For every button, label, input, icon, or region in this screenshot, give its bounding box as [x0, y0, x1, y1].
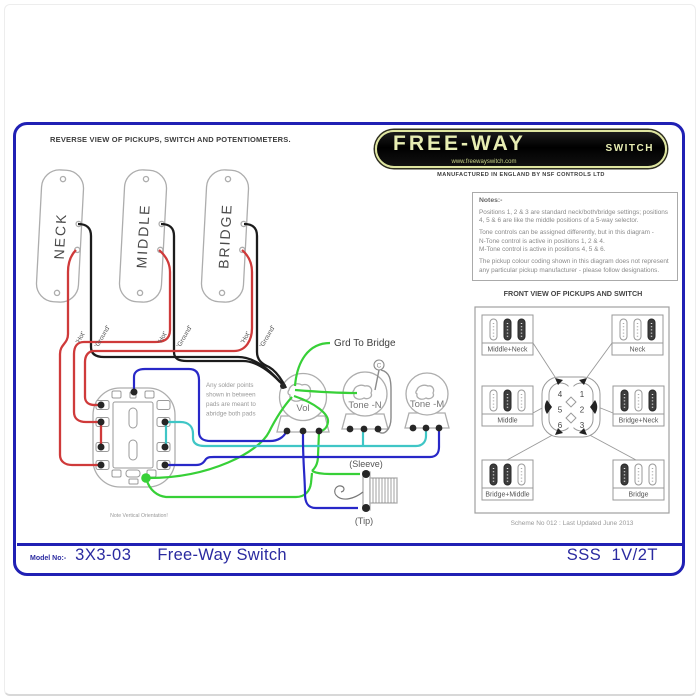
solder-note: Any solder points shown in between pads … [206, 382, 256, 418]
cyan-tone-wires [164, 420, 428, 448]
notes-box: Notes:- Positions 1, 2 & 3 are standard … [472, 192, 678, 282]
notes-para: Tone controls can be assigned differentl… [479, 229, 654, 237]
tone-n-pot: C Tone -N [341, 359, 389, 430]
arrowhead [579, 378, 587, 385]
position-label: Middle [497, 418, 517, 425]
neck-pickup: NECK [35, 169, 85, 303]
tone-m-label: Tone -M [410, 399, 444, 410]
green-ground-wires [145, 341, 360, 499]
switch-position-number: 6 [558, 421, 563, 430]
manufactured-line: MANUFACTURED IN ENGLAND BY NSF CONTROLS … [437, 172, 605, 178]
switch-position-number: 5 [558, 406, 563, 415]
notes-para: The pickup colour coding shown in this d… [479, 258, 669, 274]
svg-text:'Ground': 'Ground' [176, 325, 194, 349]
arrowhead [555, 428, 563, 435]
diamond-marker [565, 412, 577, 424]
logo-switch-text: SWITCH [605, 143, 654, 154]
reverse-view-title: REVERSE VIEW OF PICKUPS, SWITCH AND POTE… [50, 135, 291, 144]
position-label: Middle+Neck [487, 347, 528, 354]
hot-wires [58, 249, 254, 467]
tone-m-pot: Tone -M [404, 372, 450, 429]
svg-text:shown in between: shown in between [206, 392, 256, 399]
volume-label: Vol [296, 403, 309, 414]
position-label: Bridge+Neck [619, 418, 659, 425]
front-view-title: FRONT VIEW OF PICKUPS AND SWITCH [503, 289, 643, 298]
diamond-marker [565, 396, 577, 408]
pickup-name: NECK [51, 212, 69, 260]
ground-wires [77, 222, 288, 389]
blue-signal-wires [132, 367, 441, 510]
arrowhead [555, 378, 563, 385]
front-view-panel: 4 1 5 2 6 3 Middle+Neck Neck [474, 306, 670, 527]
svg-text:pads are meant to: pads are meant to [206, 401, 256, 408]
tone-n-label: Tone -N [348, 400, 381, 411]
right-arrow-wedge [590, 400, 598, 414]
pickup-name: BRIDGE [215, 203, 234, 269]
notes-para: M-Tone control is active in positions 4,… [479, 246, 606, 254]
position-label: Neck [630, 347, 646, 354]
orientation-note: Note Vertical Orientation! [110, 513, 168, 519]
notes-para: Positions 1, 2 & 3 are standard neck/bot… [479, 208, 668, 225]
grd-to-bridge-label: Grd To Bridge [334, 338, 396, 349]
notes-title: Notes:- [479, 197, 503, 204]
switch-position-number: 2 [580, 406, 585, 415]
switch-position-number: 4 [558, 390, 563, 399]
logo-brand-text: FREE-WAY [393, 132, 526, 155]
position-box-bridge: Bridge [612, 459, 665, 501]
solder-dots [97, 383, 443, 512]
tip-label: (Tip) [355, 516, 373, 526]
position-label: Bridge [629, 492, 649, 499]
position-box-middle-neck: Middle+Neck [481, 314, 534, 356]
jack-tip-prong [334, 485, 364, 500]
capacitor-label: C [377, 363, 382, 370]
configuration-code: SSS 1V/2T [566, 546, 658, 564]
footer-model-group: Model No:- 3X3-03 Free-Way Switch [30, 546, 287, 565]
svg-text:'Ground': 'Ground' [94, 325, 112, 349]
footer-separator [17, 543, 683, 546]
sleeve-label: (Sleeve) [349, 459, 383, 469]
volume-pot: Vol [276, 372, 330, 433]
position-box-bridge-neck: Bridge+Neck [612, 385, 665, 427]
capacitor-wire [374, 369, 392, 434]
green-solder-pad [141, 473, 151, 483]
svg-text:abridge both pads: abridge both pads [206, 411, 256, 418]
position-label: Bridge+Middle [485, 492, 529, 499]
svg-text:Any solder points: Any solder points [206, 382, 253, 389]
position-box-middle: Middle [481, 385, 534, 427]
logo-website: www.freewayswitch.com [451, 159, 517, 165]
photo-edge [4, 4, 696, 696]
model-no-label: Model No:- [30, 555, 67, 562]
freeway-logo: FREE-WAY SWITCH www.freewayswitch.com MA… [375, 130, 667, 178]
position-box-neck: Neck [611, 314, 664, 356]
left-arrow-wedge [544, 400, 552, 414]
bridge-pickup: BRIDGE [200, 169, 250, 303]
diagram-frame [13, 122, 685, 576]
position-box-bridge-middle: Bridge+Middle [481, 459, 534, 501]
model-number: 3X3-03 [75, 546, 132, 564]
svg-text:'Ground': 'Ground' [259, 325, 277, 349]
product-name: Free-Way Switch [157, 546, 287, 564]
switch-position-number: 3 [580, 421, 585, 430]
logo-pill: FREE-WAY SWITCH www.freewayswitch.com [375, 130, 667, 168]
freeway-switch-body [92, 387, 176, 488]
arrowhead [579, 428, 587, 435]
pickup-name: MIDDLE [133, 203, 152, 269]
switch-position-number: 1 [580, 390, 585, 399]
middle-pickup: MIDDLE [118, 169, 168, 303]
front-switch-graphic: 4 1 5 2 6 3 [541, 376, 601, 438]
scheme-note: Scheme No 012 : Last Updated June 2013 [511, 520, 634, 527]
notes-para: N-Tone control is active in positions 1,… [479, 237, 605, 245]
